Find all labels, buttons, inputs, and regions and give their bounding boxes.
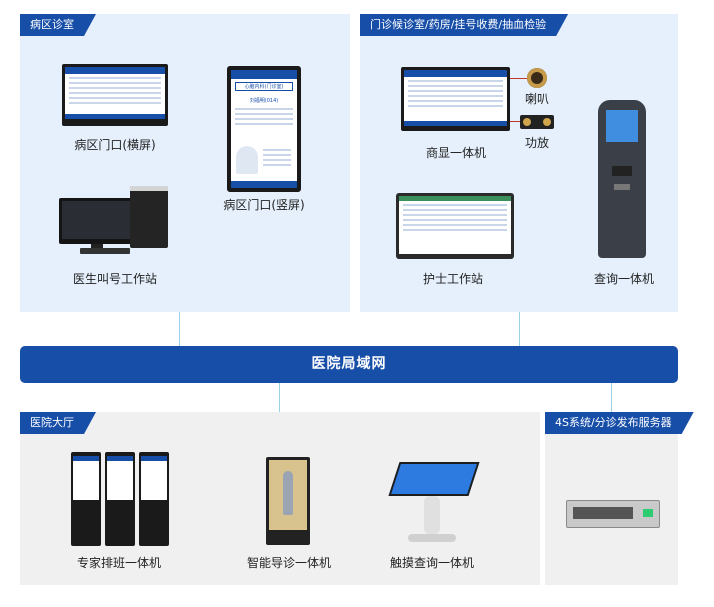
ward-portrait-caption: 病区门口(竖屏)	[223, 198, 305, 212]
amplifier-connector	[510, 121, 520, 122]
hospital-lan-bar: 医院局域网	[20, 346, 678, 383]
smart-guide-caption: 智能导诊一体机	[246, 556, 332, 570]
query-kiosk-body	[598, 100, 646, 258]
smart-guide-kiosk	[266, 457, 310, 545]
portrait-department-text: 心脑内科(门诊室)	[235, 82, 293, 91]
amplifier-caption: 功放	[524, 136, 550, 150]
merchant-display-monitor	[401, 67, 510, 131]
outpatient-section-label: 门诊候诊室/药房/挂号收费/抽血检验	[360, 14, 568, 36]
merchant-display-caption: 商显一体机	[425, 146, 487, 160]
touch-query-caption: 触摸查询一体机	[389, 556, 475, 570]
server-link-line	[611, 383, 612, 412]
expert-schedule-kiosks	[71, 452, 169, 546]
server-rack-icon	[566, 500, 660, 528]
ward-landscape-caption: 病区门口(横屏)	[74, 138, 156, 152]
speaker-connector	[510, 78, 527, 79]
doctor-pc-monitor	[59, 198, 135, 244]
speaker-icon	[527, 68, 547, 88]
ward-link-line	[179, 312, 180, 346]
ward-section-label: 病区诊室	[20, 14, 96, 36]
nurse-station-caption: 护士工作站	[422, 272, 484, 286]
amplifier-icon	[520, 115, 554, 129]
portrait-current-patient: 刘福明(014)	[249, 98, 279, 104]
body-figure-icon	[283, 471, 293, 515]
touch-query-kiosk	[388, 456, 480, 544]
ward-landscape-monitor	[62, 64, 168, 126]
outpatient-link-line	[519, 312, 520, 346]
doctor-pc-stand	[91, 244, 103, 248]
server-section-label: 4S系统/分诊发布服务器	[545, 412, 694, 434]
ward-portrait-monitor: 心脑内科(门诊室) 刘福明(014)	[227, 66, 301, 192]
doctor-station-caption: 医生叫号工作站	[72, 272, 158, 286]
query-kiosk-caption: 查询一体机	[593, 272, 655, 286]
doctor-photo-icon	[236, 146, 258, 174]
hall-link-line	[279, 383, 280, 412]
nurse-station-monitor	[396, 193, 514, 259]
doctor-pc-keyboard-icon	[80, 248, 130, 254]
expert-schedule-caption: 专家排班一体机	[76, 556, 162, 570]
doctor-pc-tower-icon	[130, 186, 168, 248]
hall-section-label: 医院大厅	[20, 412, 96, 434]
server-panel: 4S系统/分诊发布服务器	[545, 412, 678, 585]
speaker-caption: 喇叭	[524, 92, 550, 106]
